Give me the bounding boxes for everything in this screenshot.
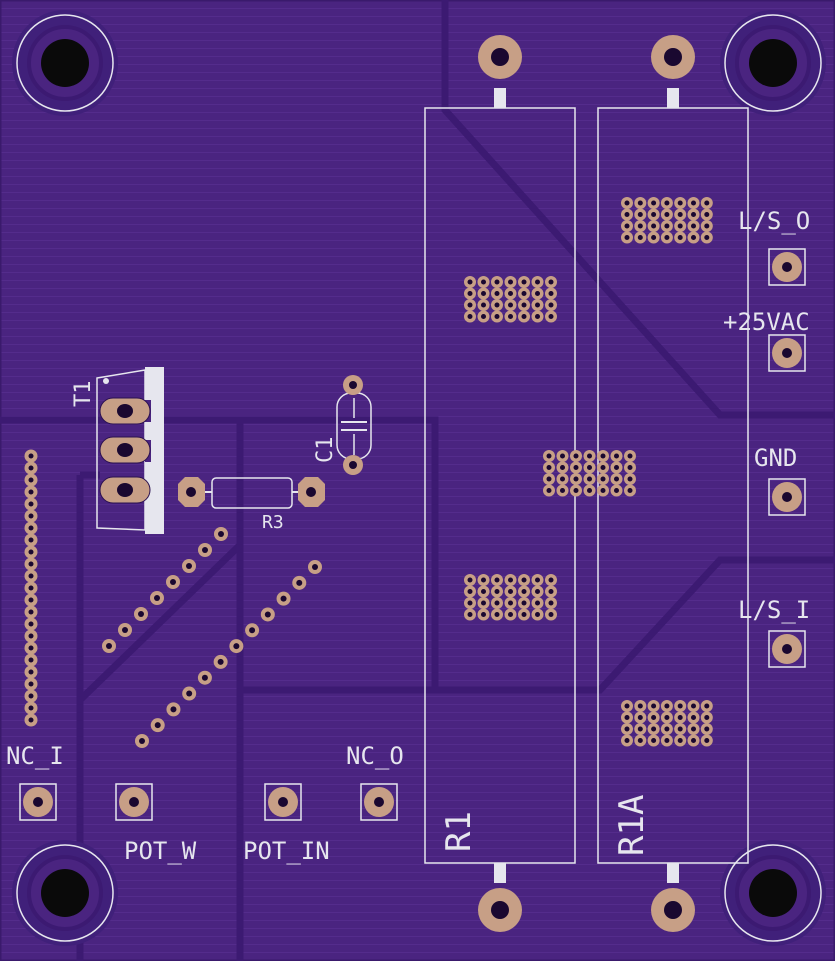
square-pad [19, 783, 57, 821]
label-pot-in: POT_IN [243, 837, 330, 865]
label-nc-o: NC_O [346, 742, 404, 770]
square-pad [768, 630, 806, 668]
via-array [621, 197, 713, 244]
label-gnd: GND [754, 444, 797, 472]
square-pad [768, 478, 806, 516]
label-pot-w: POT_W [124, 837, 197, 865]
r3-footprint [178, 477, 325, 509]
resistor-pads [478, 35, 695, 932]
mounting-hole [12, 10, 118, 116]
via-arrays [464, 197, 713, 747]
square-pad [115, 783, 153, 821]
via-array [543, 450, 636, 497]
label-t1: T1 [71, 381, 96, 408]
label-ls-o: L/S_O [738, 207, 810, 235]
square-pad [264, 783, 302, 821]
c1-footprint [336, 375, 372, 475]
square-pad [768, 248, 806, 286]
label-r1: R1 [439, 811, 479, 852]
mounting-hole [720, 840, 826, 946]
square-pad [768, 334, 806, 372]
label-nc-i: NC_I [6, 742, 64, 770]
connector-pads [19, 248, 806, 821]
via-array [464, 574, 557, 621]
via-array [621, 700, 713, 747]
t1-footprint [96, 367, 164, 534]
label-ls-i: L/S_I [738, 596, 810, 624]
via-array [464, 276, 557, 323]
label-r3: R3 [262, 512, 284, 533]
mounting-holes [12, 10, 826, 946]
resistor-leads [494, 88, 679, 883]
label-25vac: +25VAC [723, 308, 810, 336]
label-r1a: R1A [612, 795, 652, 856]
mounting-hole [12, 840, 118, 946]
mounting-hole [720, 10, 826, 116]
pin-header-left [24, 449, 38, 727]
label-c1: C1 [313, 437, 338, 464]
diagonal-pin-rows [102, 527, 322, 748]
square-pad [360, 783, 398, 821]
